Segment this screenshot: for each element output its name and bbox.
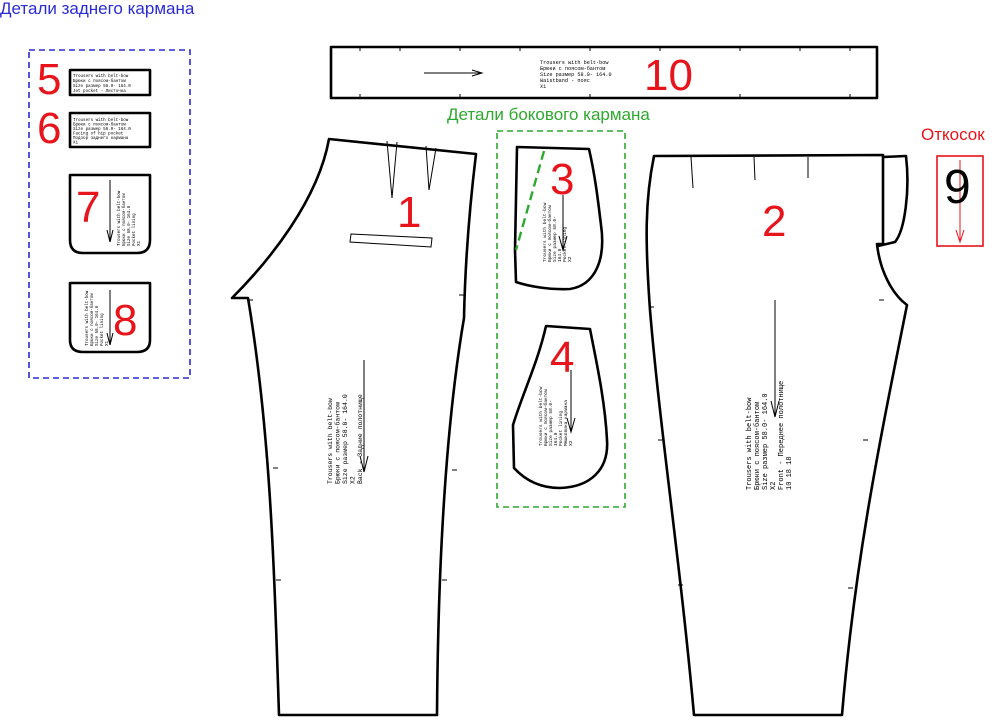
- piece-10-label-line: Trousers with belt-bow: [540, 60, 609, 66]
- piece-5-label-line: Size размер 58.0- 164.0: [73, 84, 131, 89]
- piece-6-label-line: Trousers with belt-bow: [73, 118, 129, 123]
- piece-4-side-pocket-lining: Trousers with belt-bow Брюки с поясом-ба…: [511, 324, 609, 490]
- piece-number-3: 3: [550, 155, 574, 204]
- piece-3-label-line: Trousers with belt-bow: [542, 202, 548, 262]
- piece-1-label-line: Trousers with belt-bow: [327, 398, 334, 484]
- piece-2-label-line: Брюки с поясом-бантом: [753, 402, 762, 490]
- piece-5-label-line: Jet pocket - Листочка: [73, 89, 126, 94]
- piece-7-label-line: X1: [138, 240, 142, 246]
- piece-4-label-line: X2: [568, 440, 574, 446]
- piece-8-label-line: X1: [106, 340, 110, 346]
- piece-6-pocket-facing: Trousers with belt-bow Брюки с поясом-ба…: [37, 104, 152, 153]
- piece-1-label-line: Size размер 58.0- 164.0: [342, 394, 349, 484]
- piece-4-label-line: Брюки с поясом-бантом: [543, 389, 549, 446]
- piece-10-label-line: Брюки с поясом-бантом: [540, 66, 605, 72]
- piece-10-label-line: Waistband - пояс: [540, 78, 590, 84]
- piece-1-back-panel: Trousers with belt-bow Брюки с поясом-ба…: [230, 137, 478, 717]
- piece-number-6: 6: [37, 104, 61, 153]
- piece-5-label-line: Trousers with belt-bow: [73, 74, 129, 79]
- side-pocket-heading: Детали бокового кармана: [447, 105, 650, 124]
- back-pocket-frame: [28, 49, 191, 379]
- piece-4-label-line: 164.0: [553, 432, 559, 446]
- piece-8-pocket-lining: Trousers with belt-bow Брюки с поясом-ба…: [68, 281, 152, 354]
- piece-10-label-line: X1: [540, 84, 546, 90]
- piece-3-label-line: Pocket lining: [562, 227, 568, 262]
- piece-4-label-line: Trousers with belt-bow: [538, 386, 544, 446]
- otkosok-heading: Откосок: [921, 125, 985, 144]
- piece-8-label-line: Pocket lining: [100, 313, 105, 346]
- piece-1-label-line: X2: [350, 476, 357, 484]
- piece-number-9: 9: [944, 161, 971, 214]
- piece-9-otkosok: 9: [936, 155, 984, 247]
- piece-8-label-line: Брюки с поясом-бантом: [90, 293, 95, 346]
- piece-7-label-line: Брюки с поясом-бантом: [122, 193, 127, 246]
- piece-7-label-line: Pocket lining: [132, 213, 137, 246]
- piece-3-label-line: 164.0: [557, 248, 563, 262]
- piece-6-label-line: Size размер 58.0- 164.0: [73, 127, 131, 132]
- piece-2-label-line: Size размер 58.0- 164.0: [762, 393, 770, 490]
- side-pocket-frame: [496, 130, 626, 508]
- piece-7-pocket-lining: Trousers with belt-bow Брюки с поясом-ба…: [68, 173, 152, 255]
- piece-number-5: 5: [37, 55, 61, 104]
- piece-1-label-line: Back - Задние полотнище: [357, 394, 364, 484]
- piece-number-2: 2: [762, 197, 786, 246]
- piece-3-label-line: Size размер 58.0-: [552, 216, 558, 262]
- piece-3-side-pocket-lining: Trousers with belt-bow Брюки с поясом-ба…: [513, 145, 604, 291]
- piece-6-label-line: Подзор заднего кармана: [73, 137, 129, 141]
- piece-5-jet-pocket: Trousers with belt-bow Брюки с поясом-ба…: [37, 55, 152, 104]
- piece-number-1: 1: [397, 188, 421, 237]
- piece-7-label-line: Trousers with belt-bow: [117, 190, 122, 246]
- piece-number-7: 7: [76, 183, 100, 232]
- piece-3-label-line: X2: [567, 256, 573, 262]
- piece-6-label-line: Брюки с поясом-бантом: [73, 123, 126, 128]
- piece-2-label-line: Trousers with belt-bow: [746, 397, 754, 490]
- piece-7-label-line: Size 58.0- 164.0: [127, 205, 132, 246]
- piece-8-label-line: Size 58.0- 164.0: [95, 305, 100, 346]
- piece-10-waistband: Trousers with belt-bow Брюки с поясом-ба…: [329, 45, 879, 100]
- piece-6-label-line: X1: [73, 142, 79, 146]
- piece-6-label-line: Facing of hip pocket: [73, 132, 124, 137]
- piece-2-label-line: X2: [770, 482, 778, 490]
- piece-10-label-line: Size размер 58.0- 164.0: [540, 72, 612, 78]
- piece-5-label-line: Брюки с поясом-бантом: [73, 79, 126, 84]
- piece-8-label-line: Trousers with belt-bow: [85, 290, 90, 346]
- piece-1-label-line: Брюки с поясом-бантом: [334, 402, 342, 484]
- piece-3-label-line: Брюки с поясом-бантом: [547, 205, 553, 262]
- piece-4-label-line: Мешковина кармана: [563, 400, 569, 446]
- piece-4-label-line: Size размер 58.0-: [548, 400, 554, 446]
- piece-2-label-line: 10 18 18: [786, 456, 794, 490]
- back-pocket-heading: Детали заднего кармана: [0, 0, 195, 18]
- piece-2-label-line: Front - Переднее полотнище: [778, 381, 786, 490]
- piece-2-front-panel: Trousers with belt-bow Брюки с поясом-ба…: [645, 153, 909, 717]
- piece-4-label-line: Pocket lining: [558, 411, 564, 446]
- piece-number-4: 4: [550, 333, 574, 382]
- piece-number-8: 8: [113, 296, 137, 345]
- piece-number-10: 10: [644, 51, 693, 100]
